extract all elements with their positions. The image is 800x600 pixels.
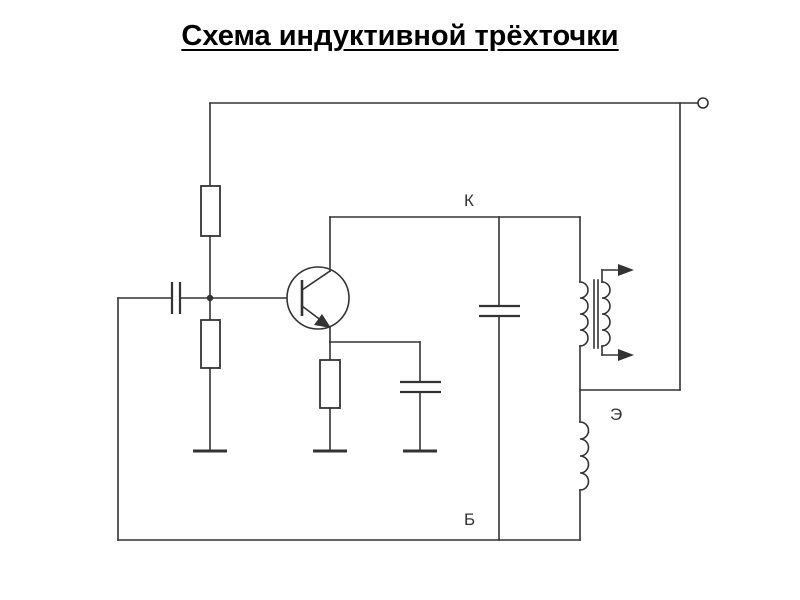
output-arrow-lower-icon — [618, 349, 634, 361]
resistor-emitter — [319, 359, 341, 409]
supply-rail — [209, 102, 699, 391]
tank-capacitor — [479, 304, 520, 318]
page-title: Схема индуктивной трёхточки — [181, 20, 619, 52]
coil-lower — [579, 421, 590, 491]
resistor-bias-lower — [200, 319, 221, 369]
base-label: Б — [464, 510, 475, 529]
npn-transistor — [286, 266, 350, 330]
emitter-tap-label: Э — [610, 405, 622, 424]
output-winding — [593, 269, 621, 356]
output-arrow-upper-icon — [618, 264, 634, 276]
coupling-capacitor — [170, 282, 182, 314]
collector-label: К — [464, 191, 474, 210]
resistor-bias-upper — [200, 185, 221, 237]
emitter-bypass-capacitor — [400, 380, 441, 394]
coil-upper — [579, 281, 589, 347]
emitter-arrow-icon — [314, 314, 331, 328]
output-terminal — [697, 97, 709, 109]
